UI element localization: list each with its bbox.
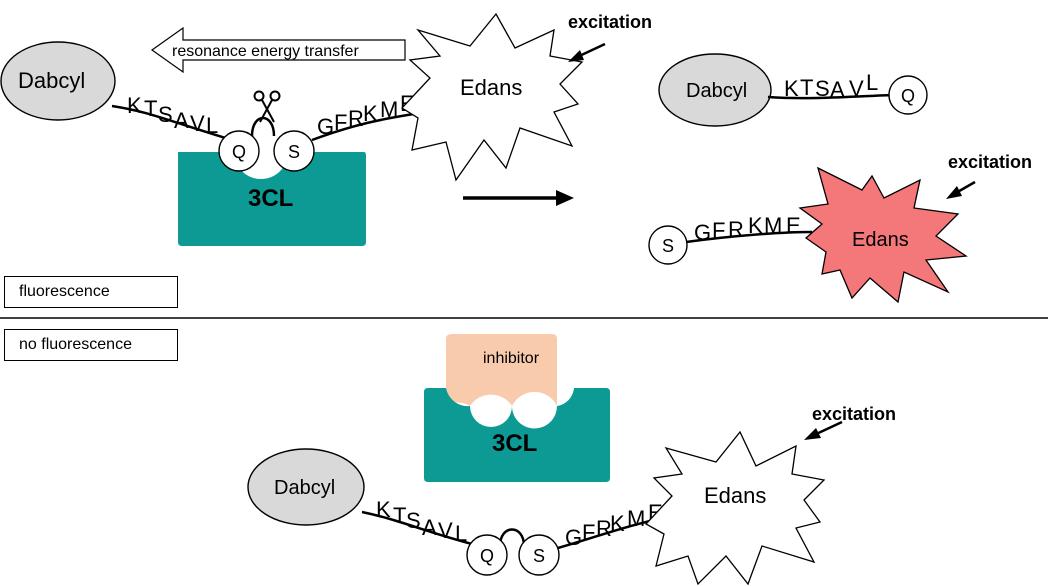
residue-f: F [334,110,347,135]
bottom-residue-a: A [422,515,437,540]
peptide-letters-left: K T S A V L [127,93,218,138]
product-residue-k2: K [748,213,763,238]
excitation-arrow-2 [946,180,976,199]
bottom-residue-m: M [627,506,645,531]
edans-excited-label: Edans [852,229,909,251]
enzyme-3cl-top: 3CL [178,152,366,246]
product-dabcyl: Dabcyl [658,53,772,127]
resonance-label: resonance energy transfer [172,43,359,60]
peptide-bottom-letters-left: K T S A V L [376,497,467,546]
peptide-linker-bottom-left [361,510,473,546]
bottom-residue-r: R [596,516,612,541]
product-residue-a: A [830,77,845,102]
bottom-residue-l: L [455,521,467,546]
residue-m: M [380,97,398,122]
cleavage-bond [250,116,276,137]
fluorescence-label-box: fluorescence [4,276,178,308]
bottom-residue-t: T [393,503,406,528]
bottom-residue-v: V [438,518,453,543]
product-residue-k: K [784,76,799,101]
residue-k2: K [363,101,378,126]
residue-k: K [127,93,142,118]
product-residue-v: V [849,76,864,101]
peptide-product-letters-left: K T S A V L [784,70,878,102]
dabcyl-label: Dabcyl [18,68,85,93]
residue-a: A [174,108,189,133]
residue-v: V [190,111,205,136]
residue-s-label: S [288,142,300,162]
residue-r: R [348,106,364,131]
excitation-label: excitation [568,12,652,32]
product-residue-g: G [694,220,711,245]
edans-fluorophore-bottom: Edans [644,430,826,586]
enzyme-label-bottom: 3CL [492,430,537,457]
inhibitor-block: inhibitor [446,334,557,406]
product-residue-t: T [800,75,813,100]
bottom-residue-k2: K [610,511,625,536]
no-fluorescence-label-box: no fluorescence [4,329,178,361]
dabcyl-quencher: Dabcyl [0,41,116,121]
edans-fluorophore-top: Edans [400,12,584,182]
resonance-transfer-arrow: resonance energy transfer [150,26,406,74]
bottom-s-label: S [533,546,545,566]
no-fluorescence-label: no fluorescence [19,336,132,353]
residue-g: G [317,114,334,139]
residue-t: T [144,96,157,121]
product-residue-r: R [728,217,744,242]
peptide-letters-right: G F R K M E [317,91,415,139]
reaction-arrow [463,190,574,206]
excitation-arrow-3 [804,420,843,440]
residue-l: L [206,113,218,138]
dabcyl-quencher-bottom: Dabcyl [247,448,365,526]
peptide-linker-left [111,104,233,142]
dabcyl-bottom-label: Dabcyl [274,477,335,499]
edans-label: Edans [460,75,522,100]
bottom-residue-g: G [565,525,582,550]
product-residue-f: F [712,218,725,243]
residue-q-label: Q [232,142,246,162]
bottom-residue-k: K [376,497,391,522]
product-s-label: S [662,236,674,256]
bottom-residue-s: S [406,508,421,533]
bottom-residue-f: F [582,520,595,545]
dabcyl-product-label: Dabcyl [686,80,747,102]
bottom-q-label: Q [480,546,494,566]
excitation-arrow [568,42,606,62]
peptide-product-letters-right: G F R K M E [694,213,801,245]
fluorescence-label: fluorescence [19,283,110,300]
excitation-label-2: excitation [948,152,1032,172]
product-residue-e: E [786,213,801,238]
product-residue-l: L [866,70,878,95]
product-residue-s: S [815,76,830,101]
product-q-label: Q [901,86,915,106]
product-residue-m: M [764,213,782,238]
peptide-bottom-letters-right: G F R K M E [565,500,663,550]
residue-s: S [158,102,173,127]
excitation-label-3: excitation [812,404,896,424]
peptide-product-right [685,230,813,244]
edans-bottom-label: Edans [704,483,766,508]
inhibitor-label: inhibitor [483,350,540,367]
peptide-product-left [767,93,893,100]
edans-fluorophore-excited: Edans [798,166,968,304]
enzyme-3cl-bottom: 3CL [424,388,610,482]
scissors-icon [253,90,281,123]
enzyme-label: 3CL [248,185,293,212]
